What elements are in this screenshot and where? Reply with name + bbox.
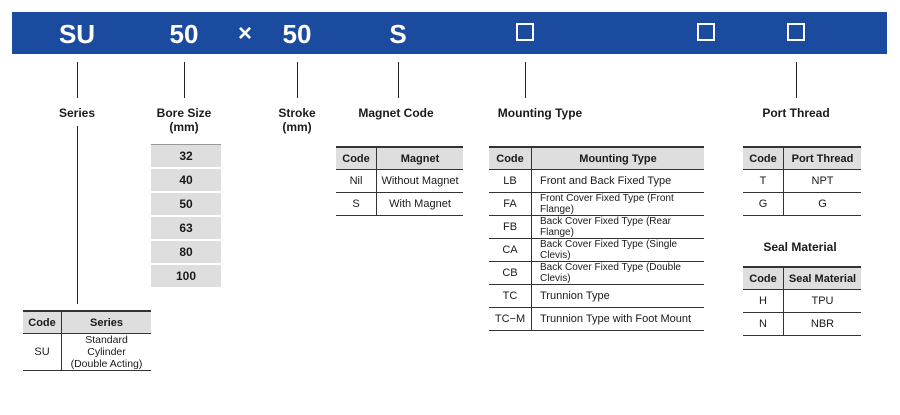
port-connector: [796, 62, 797, 98]
table-row: FB Back Cover Fixed Type (Rear Flange): [489, 215, 704, 239]
seal-material-header: Seal Material: [783, 266, 861, 290]
series-name-header: Series: [61, 310, 151, 334]
mounting-table: Code Mounting Type LB Front and Back Fix…: [489, 146, 704, 331]
port-placeholder-icon: [787, 23, 805, 41]
mounting-connector: [525, 62, 526, 98]
mounting-placeholder-icon: [516, 23, 534, 41]
series-connector-lower: [77, 126, 78, 304]
bore-connector: [184, 62, 185, 98]
stroke-connector: [297, 62, 298, 98]
magnet-table: Code Magnet Nil Without Magnet S With Ma…: [336, 146, 463, 216]
series-connector: [77, 62, 78, 98]
table-row: FA Front Cover Fixed Type (Front Flange): [489, 192, 704, 216]
list-item: 100: [151, 265, 221, 289]
series-label: Series: [58, 106, 96, 120]
times-sign: ×: [237, 20, 253, 47]
bore-size-label: Bore Size(mm): [156, 106, 212, 134]
port-thread-label: Port Thread: [762, 106, 830, 120]
port-code-header: Code: [743, 146, 784, 170]
series-table: Code Series SU Standard Cylinder(Double …: [23, 310, 151, 371]
list-item: 63: [151, 217, 221, 241]
port-thread-header: Port Thread: [783, 146, 861, 170]
list-item: 50: [151, 193, 221, 217]
port-thread-table: Code Port Thread T NPT G G: [743, 146, 861, 216]
table-row: S With Magnet: [336, 192, 463, 216]
magnet-header: Magnet: [376, 146, 463, 170]
seal-placeholder-icon: [697, 23, 715, 41]
stroke-label: Stroke(mm): [278, 106, 316, 134]
table-row: N NBR: [743, 312, 861, 336]
series-code-header: Code: [23, 310, 62, 334]
bore-code: 50: [169, 19, 199, 49]
list-item: 40: [151, 169, 221, 193]
table-row: G G: [743, 192, 861, 216]
stroke-code: 50: [282, 19, 312, 49]
seal-material-table: Code Seal Material H TPU N NBR: [743, 266, 861, 336]
table-row: TC−M Trunnion Type with Foot Mount: [489, 307, 704, 331]
table-row: Nil Without Magnet: [336, 169, 463, 193]
magnet-code-header: Code: [336, 146, 377, 170]
table-row: TC Trunnion Type: [489, 284, 704, 308]
seal-material-label: Seal Material: [763, 240, 837, 254]
list-item: 80: [151, 241, 221, 265]
table-row: CA Back Cover Fixed Type (Single Clevis): [489, 238, 704, 262]
magnet-code: S: [389, 19, 407, 49]
magnet-connector: [398, 62, 399, 98]
table-row: CB Back Cover Fixed Type (Double Clevis): [489, 261, 704, 285]
mounting-type-label: Mounting Type: [497, 106, 583, 120]
model-code-banner: [12, 12, 887, 54]
magnet-code-label: Magnet Code: [358, 106, 434, 120]
bore-size-list: 32 40 50 63 80 100: [151, 144, 221, 289]
series-code: SU: [58, 19, 96, 49]
mounting-code-header: Code: [489, 146, 532, 170]
table-row: SU Standard Cylinder(Double Acting): [23, 333, 151, 371]
table-row: H TPU: [743, 289, 861, 313]
seal-code-header: Code: [743, 266, 784, 290]
table-row: LB Front and Back Fixed Type: [489, 169, 704, 193]
list-item: 32: [151, 144, 221, 169]
table-row: T NPT: [743, 169, 861, 193]
mounting-type-header: Mounting Type: [531, 146, 704, 170]
